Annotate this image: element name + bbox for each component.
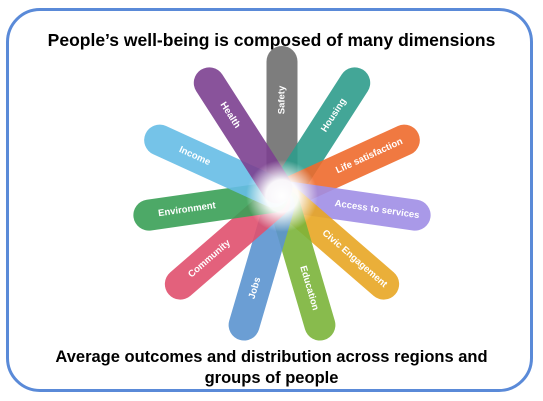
petal-label-civic-engagement: Civic Engagement [320,228,390,291]
diagram-title: People’s well-being is composed of many … [47,30,496,50]
footer-line-1: Average outcomes and distribution across… [55,348,488,366]
petal-label-safety: Safety [277,85,288,114]
diagram-footer: Average outcomes and distribution across… [0,347,543,389]
footer-line-2: groups of people [204,369,339,387]
wheel-hub [246,160,318,232]
